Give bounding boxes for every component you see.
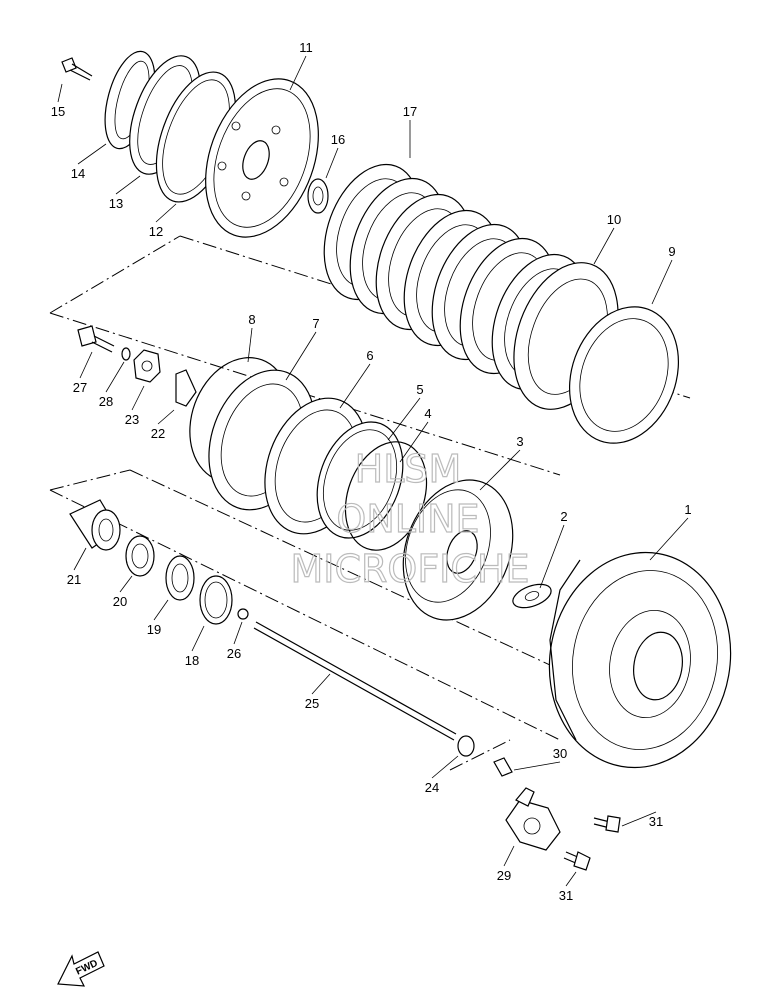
leader-line-p18 xyxy=(191,625,205,652)
washer-part-18 xyxy=(199,575,233,625)
callout-label-p28: 28 xyxy=(99,394,113,409)
plunger-part-30 xyxy=(493,757,513,777)
callout-label-p31a: 31 xyxy=(649,814,663,829)
sleeve-part-21 xyxy=(69,499,121,551)
callout-labels: 1234567891011121314151617181920212223242… xyxy=(51,40,692,903)
clutch-boss-part-3 xyxy=(402,479,514,621)
leader-line-p30 xyxy=(513,761,561,771)
leader-line-p1 xyxy=(649,517,689,561)
leader-line-p3 xyxy=(479,449,521,491)
callout-label-p1: 1 xyxy=(684,502,691,517)
leader-line-p7 xyxy=(285,331,317,381)
callout-label-p10: 10 xyxy=(607,212,621,227)
leader-line-p11 xyxy=(289,55,307,91)
watermark-line-3: MICROFICHE xyxy=(290,547,529,591)
clutch-housing-part-1 xyxy=(548,551,732,769)
callout-label-p24: 24 xyxy=(425,780,439,795)
callout-label-p25: 25 xyxy=(305,696,319,711)
bolt-part-31-lower xyxy=(563,851,591,871)
leader-line-p5 xyxy=(387,397,421,441)
leader-line-p23 xyxy=(131,385,145,411)
callout-label-p31b: 31 xyxy=(559,888,573,903)
leader-line-p31a xyxy=(621,811,657,827)
callout-label-p23: 23 xyxy=(125,412,139,427)
leader-line-p15 xyxy=(57,83,63,103)
pressure-plate-part-11 xyxy=(205,78,319,238)
leader-line-p13 xyxy=(115,175,141,195)
oil-seal-part-19 xyxy=(165,555,195,601)
leader-line-p24 xyxy=(431,755,459,779)
callout-label-p17: 17 xyxy=(403,104,417,119)
leader-line-p16 xyxy=(325,147,339,179)
leader-line-p25 xyxy=(311,673,331,695)
leader-line-p10 xyxy=(593,227,615,265)
spring-seat-part-5 xyxy=(316,421,404,539)
callout-label-p19: 19 xyxy=(147,622,161,637)
leader-line-p27 xyxy=(79,351,93,379)
watermark: HLSM ONLINE MICROFICHE xyxy=(290,446,530,591)
leader-line-p22 xyxy=(157,409,175,425)
watermark-line-1: HLSM xyxy=(355,447,462,491)
leader-line-p2 xyxy=(539,524,565,589)
callout-label-p21: 21 xyxy=(67,572,81,587)
thrust-washer-part-2 xyxy=(512,583,552,609)
callout-label-p6: 6 xyxy=(366,348,373,363)
callout-label-p11: 11 xyxy=(299,40,313,55)
ball-part-26 xyxy=(237,608,249,620)
leader-line-p19 xyxy=(153,599,169,621)
callout-label-p18: 18 xyxy=(185,653,199,668)
callout-label-p8: 8 xyxy=(248,312,255,327)
leader-line-p26 xyxy=(233,621,243,645)
callout-label-p30: 30 xyxy=(553,746,567,761)
callout-label-p3: 3 xyxy=(516,434,523,449)
callout-leader-lines xyxy=(57,55,689,887)
forward-direction-arrow: FWD xyxy=(57,951,105,987)
leader-line-p21 xyxy=(73,547,87,571)
callout-label-p20: 20 xyxy=(113,594,127,609)
lock-washer-part-22 xyxy=(175,369,197,407)
friction-plate-part-9 xyxy=(568,306,680,444)
leader-line-p6 xyxy=(339,363,371,409)
callout-label-p4: 4 xyxy=(424,406,431,421)
bolt-part-15 xyxy=(61,57,93,81)
callout-label-p27: 27 xyxy=(73,380,87,395)
callout-label-p5: 5 xyxy=(416,382,423,397)
callout-label-p22: 22 xyxy=(151,426,165,441)
watermark-line-2: ONLINE xyxy=(336,497,479,541)
leader-line-p29 xyxy=(503,845,515,867)
callout-label-p12: 12 xyxy=(149,224,163,239)
leader-line-p8 xyxy=(247,327,253,363)
callout-label-p2: 2 xyxy=(560,509,567,524)
callout-label-p29: 29 xyxy=(497,868,511,883)
release-cylinder-part-29 xyxy=(505,787,561,851)
leader-line-p14 xyxy=(77,143,107,165)
bearing-part-20 xyxy=(125,535,155,577)
leader-line-p12 xyxy=(155,203,177,223)
bearing-part-16 xyxy=(307,178,329,214)
callout-label-p26: 26 xyxy=(227,646,241,661)
washer-part-28 xyxy=(121,347,131,361)
leader-line-p9 xyxy=(651,259,673,305)
bolt-part-27 xyxy=(77,325,115,353)
callout-label-p13: 13 xyxy=(109,196,123,211)
bolt-part-31-upper xyxy=(593,815,621,833)
push-rod-end-part-24 xyxy=(457,735,475,757)
leader-line-p28 xyxy=(105,361,125,393)
leader-line-p20 xyxy=(119,575,133,593)
callout-label-p16: 16 xyxy=(331,132,345,147)
callout-label-p9: 9 xyxy=(668,244,675,259)
callout-label-p14: 14 xyxy=(71,166,85,181)
leader-line-p4 xyxy=(399,421,429,463)
nut-part-23 xyxy=(133,349,161,383)
callout-label-p15: 15 xyxy=(51,104,65,119)
callout-label-p7: 7 xyxy=(312,316,319,331)
push-rod-part-25 xyxy=(253,621,457,741)
leader-line-p31b xyxy=(565,871,577,887)
